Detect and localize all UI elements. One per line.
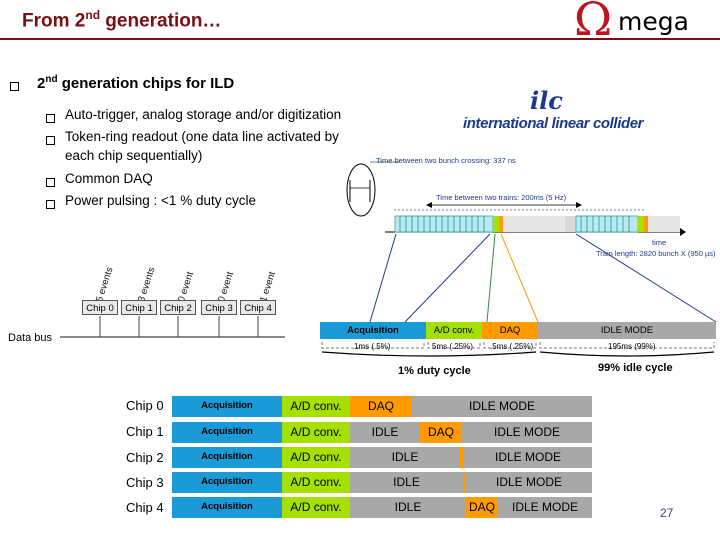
data-bus-lines [60, 316, 285, 338]
chip3-event-count: 0 event [216, 270, 237, 304]
idle-cycle-caption: 99% idle cycle [598, 362, 673, 374]
omega-logo: Ω mega [574, 0, 714, 46]
chip4-event-count: 1 event [258, 270, 279, 304]
duty-cycle-brackets [321, 342, 715, 357]
duty-time-daq: .5ms (.25%) [490, 342, 534, 351]
row2-acquisition: Acquisition [172, 447, 282, 468]
row3-acquisition: Acquisition [172, 472, 282, 493]
sub-bullet-marker [46, 174, 55, 192]
omega-symbol-icon: Ω [574, 0, 613, 46]
chip-box-0: Chip 0 [82, 300, 118, 315]
page-number: 27 [660, 506, 674, 520]
square-bullet-icon [10, 82, 19, 91]
square-bullet-icon [46, 200, 55, 209]
row1-acquisition: Acquisition [172, 422, 282, 443]
row4-daq: DAQ [466, 497, 498, 518]
row3-idle: IDLE [350, 472, 463, 493]
bunch-crossing-annotation: Time between two bunch crossing: 337 ns [376, 156, 516, 165]
duty-time-idle: 195ms (99%) [608, 342, 656, 351]
ilc-logo-text: international linear collider [463, 115, 644, 132]
row1-ad-conv: A/D conv. [282, 422, 350, 443]
row2-idle: IDLE [350, 447, 460, 468]
page-title: From 2nd generation… [22, 8, 222, 32]
ilc-timing-diagram [346, 161, 717, 323]
row2-daq-marker [460, 447, 464, 468]
sub-bullet-3: Common DAQ [65, 171, 153, 186]
table-row-label: Chip 0 [126, 398, 164, 413]
row0-idle-mode: IDLE MODE [412, 396, 592, 417]
time-axis-label: time [652, 238, 667, 247]
square-bullet-icon [46, 136, 55, 145]
duty-acquisition: Acquisition [320, 322, 426, 339]
sub-bullet-2-cont: each chip sequentially) [65, 148, 203, 163]
bullet-main-marker [10, 78, 19, 96]
duty-ad-conv: A/D conv. [426, 322, 482, 339]
row4-idle-mode: IDLE MODE [498, 497, 592, 518]
chip0-event-count: 5 events [94, 265, 116, 304]
row0-acquisition: Acquisition [172, 396, 282, 417]
duty-cycle-caption: 1% duty cycle [398, 365, 471, 377]
row4-idle: IDLE [350, 497, 466, 518]
row4-ad-conv: A/D conv. [282, 497, 350, 518]
data-bus-label: Data bus [8, 332, 53, 344]
chip1-event-count: 3 events [136, 265, 158, 304]
sub-bullet-2: Token-ring readout (one data line activa… [65, 129, 339, 144]
ilc-logo-mark: ilc [530, 86, 563, 115]
sub-bullet-marker [46, 196, 55, 214]
bullet-main: 2nd generation chips for ILD [37, 74, 235, 92]
chip-box-2: Chip 2 [160, 300, 196, 315]
logo-text: mega [618, 7, 689, 36]
table-row-label: Chip 4 [126, 500, 164, 515]
sub-bullet-marker [46, 132, 55, 150]
table-row-label: Chip 1 [126, 424, 164, 439]
square-bullet-icon [46, 114, 55, 123]
row0-ad-conv: A/D conv. [282, 396, 350, 417]
chip-box-1: Chip 1 [121, 300, 157, 315]
row1-idle: IDLE [350, 422, 420, 443]
row3-ad-conv: A/D conv. [282, 472, 350, 493]
row3-daq-marker [463, 472, 466, 493]
duty-time-ad-conv: 5ms (.25%) [432, 342, 473, 351]
duty-time-acquisition: 1ms (.5%) [354, 342, 391, 351]
row4-acquisition: Acquisition [172, 497, 282, 518]
row2-ad-conv: A/D conv. [282, 447, 350, 468]
row1-idle-mode: IDLE MODE [462, 422, 592, 443]
table-row-label: Chip 3 [126, 475, 164, 490]
sub-bullet-4: Power pulsing : <1 % duty cycle [65, 193, 256, 208]
sub-bullet-marker [46, 110, 55, 128]
chip-box-3: Chip 3 [201, 300, 237, 315]
row3-idle-mode: IDLE MODE [466, 472, 592, 493]
sub-bullet-1: Auto-trigger, analog storage and/or digi… [65, 107, 342, 122]
duty-daq: DAQ [482, 322, 538, 339]
row2-idle-mode: IDLE MODE [464, 447, 592, 468]
title-divider [0, 38, 720, 40]
row1-daq: DAQ [420, 422, 462, 443]
square-bullet-icon [46, 178, 55, 187]
chip2-event-count: 0 event [176, 270, 197, 304]
chip-box-4: Chip 4 [240, 300, 276, 315]
train-spacing-annotation: Time between two trains: 200ms (5 Hz) [436, 193, 567, 202]
duty-idle-mode: IDLE MODE [538, 322, 716, 339]
row0-daq: DAQ [350, 396, 412, 417]
table-row-label: Chip 2 [126, 450, 164, 465]
train-length-annotation: Train length: 2820 bunch X (950 µs) [596, 249, 716, 258]
